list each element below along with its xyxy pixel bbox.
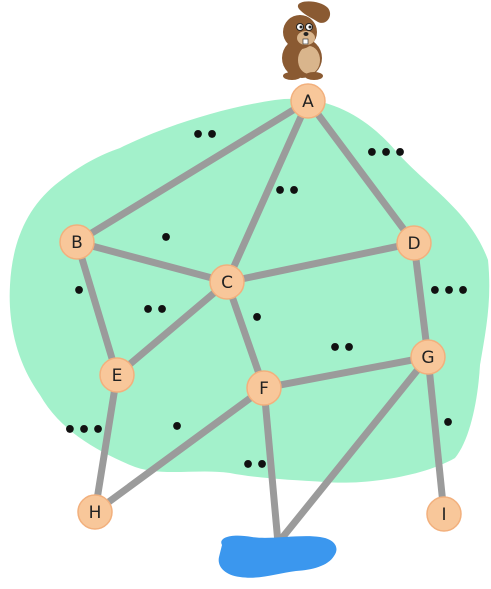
edge-e-h: [91, 371, 121, 516]
node-circle: [426, 496, 462, 532]
node-circle: [99, 357, 135, 393]
edge-c-f: [223, 278, 268, 392]
node-label: H: [89, 503, 102, 523]
edge-b-c: [73, 238, 231, 286]
edge-cost-a-b: ••: [191, 123, 219, 148]
edge-cost-b-c: •: [159, 226, 173, 251]
node-b: B: [59, 224, 95, 260]
node-circle: [209, 264, 245, 300]
node-i: I: [426, 496, 462, 532]
beaver-icon: [282, 1, 331, 80]
node-label: D: [407, 234, 420, 254]
edge-f-pond: [260, 384, 282, 547]
edge-cost-c-f: •: [250, 306, 264, 331]
node-label: G: [421, 348, 434, 368]
node-h: H: [77, 494, 113, 530]
edge-cost-e-h: •••: [63, 418, 105, 443]
node-a: A: [290, 83, 326, 119]
node-c: C: [209, 264, 245, 300]
node-circle: [77, 494, 113, 530]
edge-cost-d-g: •••: [428, 279, 470, 304]
node-d: D: [396, 225, 432, 261]
edge-cost-a-c: ••: [273, 179, 301, 204]
edge-cost-c-e: ••: [141, 298, 169, 323]
edge-a-b: [73, 97, 312, 246]
node-g: G: [410, 339, 446, 375]
pond-icon: [218, 535, 337, 578]
node-f: F: [246, 370, 282, 406]
edge-f-h: [91, 384, 268, 516]
node-circle: [396, 225, 432, 261]
node-label: E: [112, 366, 123, 386]
edge-b-e: [73, 238, 121, 379]
node-circle: [290, 83, 326, 119]
edge-a-c: [223, 97, 312, 286]
edge-c-d: [223, 239, 418, 286]
node-label: F: [259, 379, 269, 399]
edge-cost-f-g: ••: [328, 336, 356, 361]
edge-cost-f-pond: ••: [241, 453, 269, 478]
node-circle: [246, 370, 282, 406]
edge-a-d: [304, 97, 418, 247]
edge-cost-b-e: •: [72, 279, 86, 304]
node-label: B: [71, 233, 83, 253]
edge-cost-g-i: •: [441, 411, 455, 436]
node-e: E: [99, 357, 135, 393]
node-label: C: [221, 273, 233, 293]
edge-g-i: [424, 353, 448, 518]
node-circle: [59, 224, 95, 260]
edge-cost-f-h: •: [170, 415, 184, 440]
edge-g-pond: [274, 353, 432, 547]
node-circle: [410, 339, 446, 375]
edge-cost-a-d: •••: [365, 141, 407, 166]
nodes-layer: A B C D E F G H I: [59, 83, 462, 532]
edge-d-g: [410, 239, 432, 361]
edges-layer: [73, 97, 448, 547]
node-label: A: [302, 92, 314, 112]
node-label: I: [441, 505, 446, 525]
edge-f-g: [260, 353, 432, 392]
edge-c-e: [113, 278, 231, 379]
edge-cost-layer: ••••••••••••••••••••••••: [63, 123, 470, 478]
